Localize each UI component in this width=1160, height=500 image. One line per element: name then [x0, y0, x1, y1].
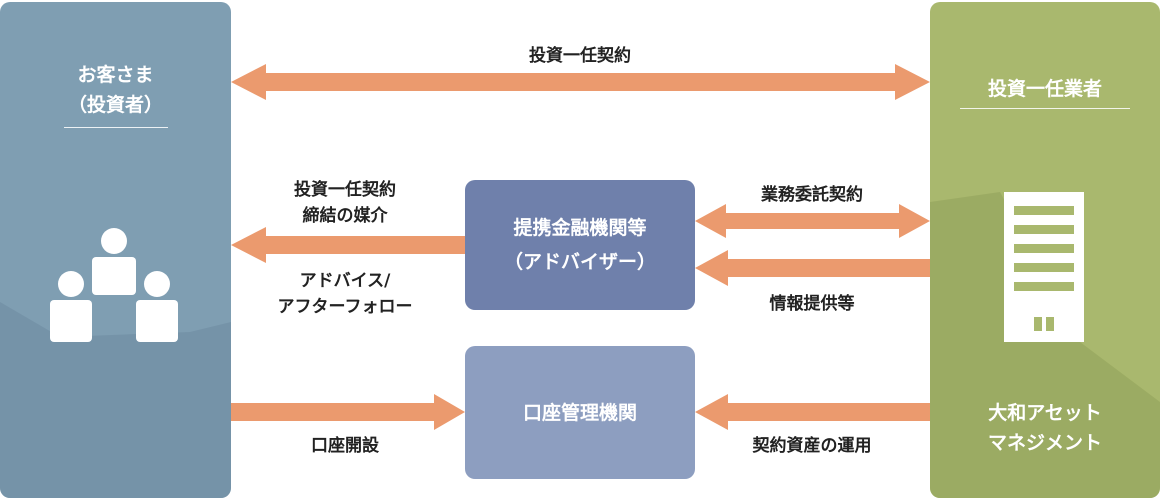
- people-group-icon: [50, 228, 178, 342]
- label-mediation-line1: 投資一任契約: [294, 180, 396, 200]
- manager-title-underline: [960, 108, 1130, 109]
- arrow-discretionary-contract: [231, 64, 930, 100]
- customer-panel-shadow: [0, 302, 231, 498]
- advisor-label-line2: （アドバイザー）: [503, 251, 656, 273]
- label-outsourcing-contract: 業務委託契約: [761, 185, 863, 205]
- arrow-account-opening: [231, 394, 465, 430]
- arrow-info-provision: [695, 250, 930, 286]
- arrow-mediation-advice: [231, 227, 465, 263]
- advisor-box: 提携金融機関等 （アドバイザー）: [465, 180, 695, 310]
- advisor-label-line1: 提携金融機関等: [513, 217, 647, 239]
- customer-panel: お客さま （投資者）: [0, 2, 231, 498]
- manager-panel-shadow: [930, 192, 1160, 498]
- manager-title: 投資一任業者: [987, 78, 1102, 100]
- label-account-opening: 口座開設: [311, 436, 379, 456]
- customer-title: お客さま: [77, 64, 154, 86]
- custodian-box: 口座管理機関: [465, 346, 695, 479]
- label-advice-line1: アドバイス/: [299, 271, 391, 291]
- arrow-asset-management: [695, 394, 930, 430]
- customer-title-underline: [64, 127, 168, 128]
- label-discretionary-contract: 投資一任契約: [529, 46, 631, 66]
- manager-panel: 投資一任業者 大和アセット マネジメント: [930, 2, 1160, 498]
- label-mediation-line2: 締結の媒介: [302, 206, 388, 226]
- customer-subtitle: （投資者）: [67, 94, 163, 116]
- arrow-outsourcing-contract: [695, 204, 930, 238]
- label-info-provision: 情報提供等: [769, 294, 855, 314]
- manager-name-line1: 大和アセット: [988, 402, 1102, 424]
- building-icon: [1004, 192, 1084, 342]
- custodian-label: 口座管理機関: [522, 401, 637, 424]
- label-asset-management: 契約資産の運用: [752, 436, 872, 456]
- label-advice-line2: アフターフォロー: [277, 297, 413, 317]
- manager-name-line2: マネジメント: [987, 432, 1102, 454]
